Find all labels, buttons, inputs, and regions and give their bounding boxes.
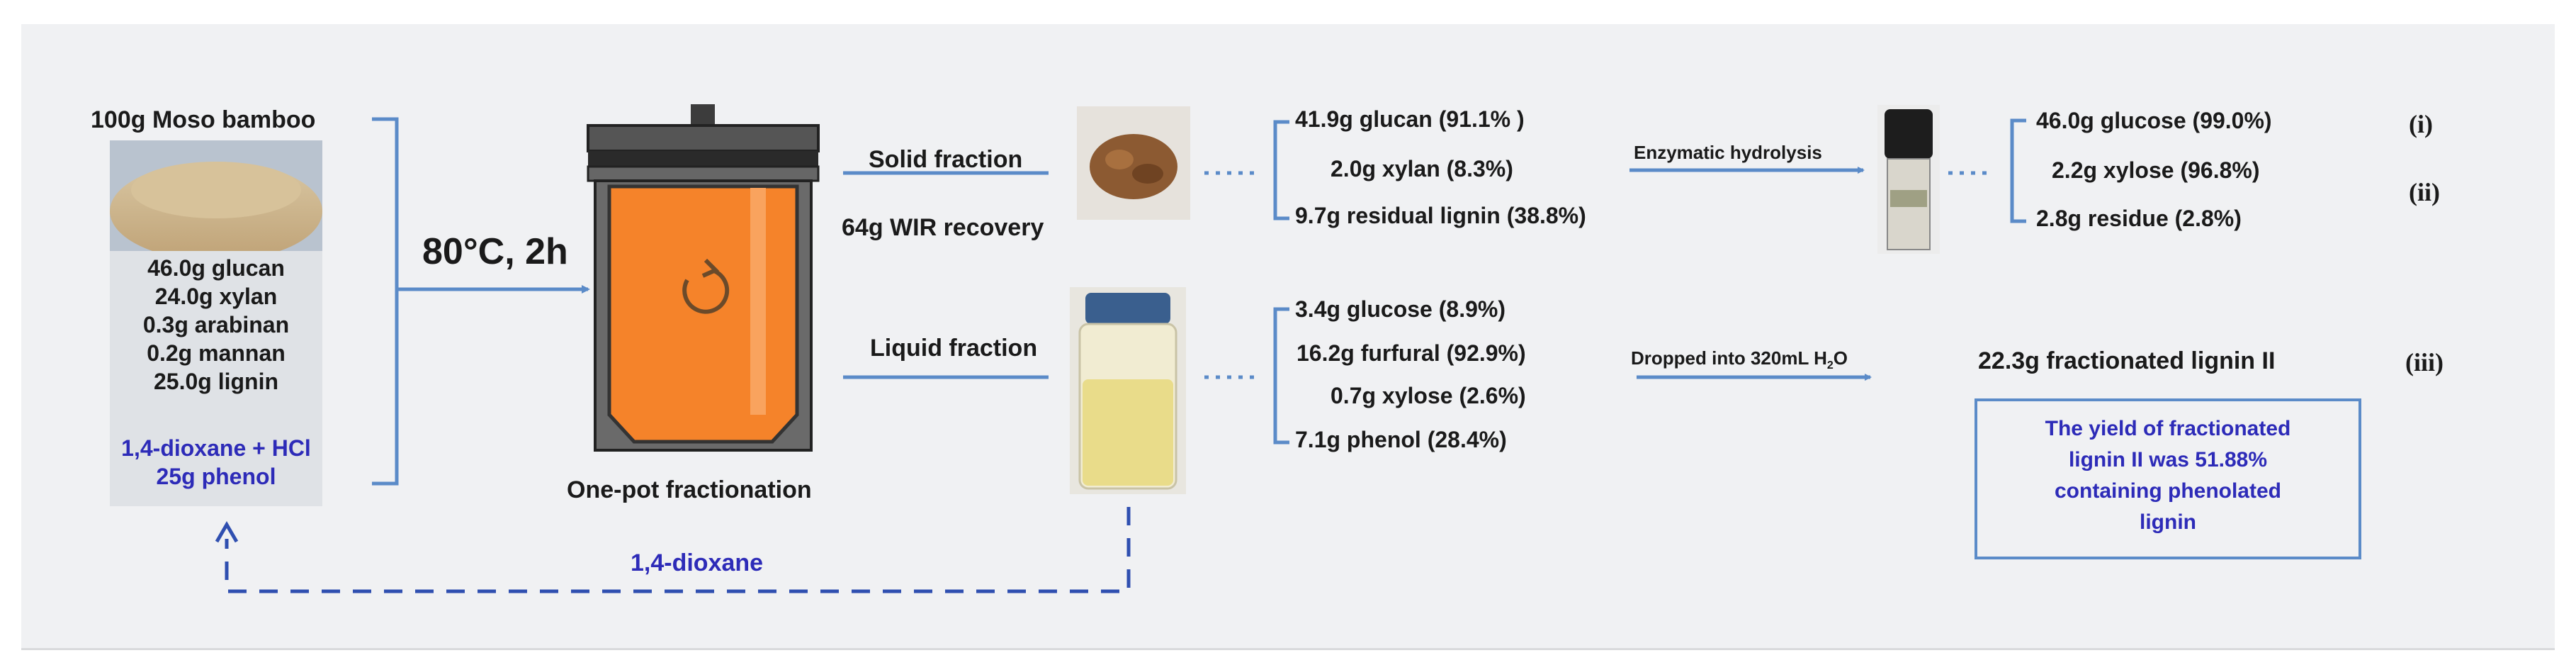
composition-arabinan: 0.3g arabinan bbox=[142, 312, 290, 337]
liquid-jar-image bbox=[1070, 287, 1186, 494]
output-residue: 2.8g residue (2.8%) bbox=[2036, 206, 2242, 231]
liquid-product-glucose: 3.4g glucose (8.9%) bbox=[1295, 296, 1506, 322]
lignin-output-label: 22.3g fractionated lignin II bbox=[1978, 347, 2276, 374]
bamboo-powder-image bbox=[110, 140, 322, 251]
composition-mannan: 0.2g mannan bbox=[147, 340, 286, 366]
reaction-conditions: 80°C, 2h bbox=[422, 231, 568, 272]
output-xylose: 2.2g xylose (96.8%) bbox=[2052, 157, 2260, 183]
solid-residue-image bbox=[1077, 106, 1190, 220]
liquid-product-phenol: 7.1g phenol (28.4%) bbox=[1295, 427, 1507, 452]
solid-product-xylan: 2.0g xylan (8.3%) bbox=[1331, 156, 1513, 182]
composition-xylan: 24.0g xylan bbox=[154, 284, 278, 309]
marker-i: (i) bbox=[2409, 110, 2433, 138]
solid-product-glucan: 41.9g glucan (91.1% ) bbox=[1295, 106, 1525, 132]
dropped-into-water-label: Dropped into 320mL H2O bbox=[1631, 347, 1848, 372]
recycle-label: 1,4-dioxane bbox=[631, 549, 764, 576]
enzymatic-hydrolysis-label: Enzymatic hydrolysis bbox=[1634, 142, 1822, 163]
outputs-bracket bbox=[2010, 118, 2026, 223]
feedstock-title: 100g Moso bamboo bbox=[91, 106, 316, 133]
solid-products-bracket bbox=[1273, 120, 1289, 220]
solid-product-lignin: 9.7g residual lignin (38.8%) bbox=[1295, 203, 1586, 228]
composition-lignin: 25.0g lignin bbox=[153, 369, 279, 394]
reagent-phenol: 25g phenol bbox=[156, 464, 276, 489]
liquid-product-xylose: 0.7g xylose (2.6%) bbox=[1331, 383, 1526, 408]
feedstock-fan bbox=[110, 251, 322, 506]
solid-fraction-label: Solid fraction bbox=[869, 146, 1023, 173]
hydrolysis-vial-image bbox=[1877, 105, 1940, 254]
yield-note-line-1: The yield of fractionated bbox=[2045, 417, 2291, 440]
marker-iii: (iii) bbox=[2405, 348, 2444, 376]
reactor-icon bbox=[587, 104, 820, 452]
reagent-dioxane-hcl: 1,4-dioxane + HCl bbox=[121, 435, 311, 461]
reactor-label: One-pot fractionation bbox=[567, 476, 812, 503]
output-glucose: 46.0g glucose (99.0%) bbox=[2036, 108, 2272, 133]
yield-note-line-2: lignin II was 51.88% bbox=[2068, 448, 2268, 471]
feedstock-bracket bbox=[372, 117, 399, 486]
liquid-fraction-label: Liquid fraction bbox=[870, 335, 1038, 362]
liquid-products-bracket bbox=[1273, 307, 1289, 445]
liquid-product-furfural: 16.2g furfural (92.9%) bbox=[1297, 340, 1526, 366]
recycle-loop bbox=[225, 507, 1131, 593]
recycle-arrowhead bbox=[215, 521, 239, 543]
yield-note-box: The yield of fractionated lignin II was … bbox=[1975, 398, 2361, 559]
wir-recovery-label: 64g WIR recovery bbox=[842, 214, 1044, 241]
marker-ii: (ii) bbox=[2409, 178, 2440, 206]
yield-note-line-4: lignin bbox=[2140, 510, 2196, 534]
composition-glucan: 46.0g glucan bbox=[147, 255, 285, 281]
yield-note-line-3: containing phenolated bbox=[2055, 479, 2281, 503]
